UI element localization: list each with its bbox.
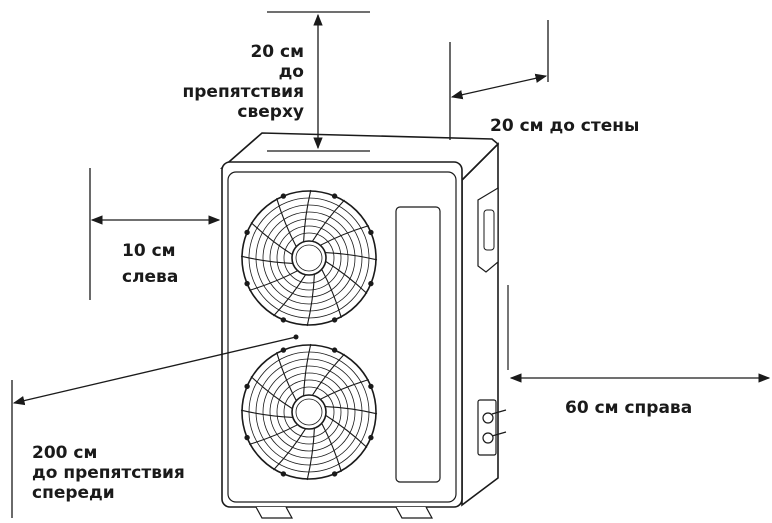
unit-feet: [255, 506, 434, 519]
back-clearance-arrow: [450, 73, 548, 100]
label-front-clearance: 200 см до препятствия спереди: [32, 443, 185, 503]
outdoor-unit: [219, 132, 509, 519]
label-top-clearance: 20 см до препятствия сверху: [182, 42, 304, 122]
label-right-clearance: 60 см справа: [565, 398, 693, 418]
front-clearance-arrow: [12, 336, 297, 406]
label-back-clearance: 20 см до стены: [490, 116, 640, 136]
fan-icon: [240, 343, 378, 481]
fans: [240, 189, 378, 481]
fan-icon: [240, 189, 378, 327]
service-valves-icon: [477, 399, 507, 456]
side-grille: [395, 206, 441, 483]
dimension-lines: [11, 11, 771, 518]
label-left-clearance: 10 см слева: [122, 241, 179, 287]
